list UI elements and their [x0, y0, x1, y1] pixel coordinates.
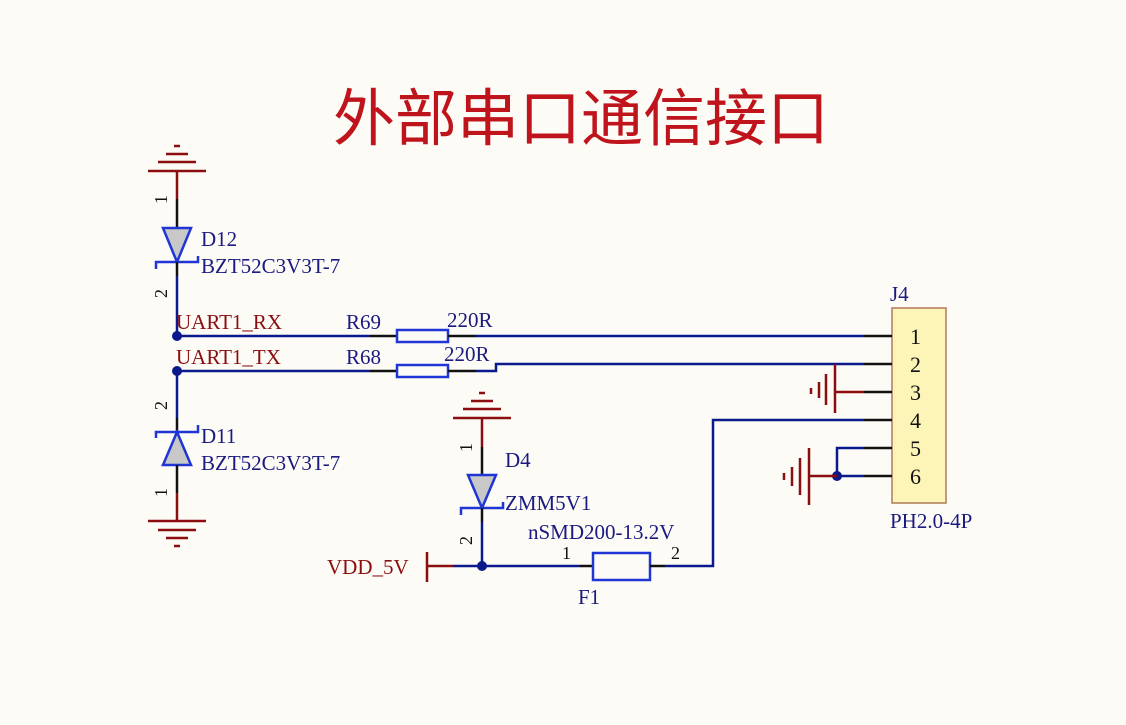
d4-value: ZMM5V1 [505, 491, 591, 515]
d4-designator: D4 [505, 448, 531, 472]
d11-pin2-label: 2 [151, 401, 171, 410]
r68-resistor-body [395, 363, 450, 379]
d11-designator: D11 [201, 424, 236, 448]
power-port-vdd-5v [425, 552, 453, 582]
d4-pin1-label: 1 [456, 443, 476, 452]
j4-connector-body [891, 307, 947, 504]
r68-designator: R68 [346, 345, 381, 369]
d11-pin1-label: 1 [151, 488, 171, 497]
j4-pin2-label: 2 [910, 352, 921, 377]
tx-wire-right [476, 362, 864, 373]
gnd-symbol-d12 [148, 144, 206, 199]
j4-designator: J4 [890, 282, 909, 306]
r69-designator: R69 [346, 310, 381, 334]
d12-value: BZT52C3V3T-7 [201, 254, 340, 278]
r69-resistor-body [395, 328, 450, 344]
gnd-symbol-d11 [148, 493, 206, 548]
j4-pin3-label: 3 [910, 380, 921, 405]
f1-pin1-label: 1 [562, 543, 571, 563]
d12-pin2-label: 2 [151, 289, 171, 298]
gnd-symbol-j4-pin56 [782, 448, 837, 505]
d12-designator: D12 [201, 227, 237, 251]
f1-pin2-label: 2 [671, 543, 680, 563]
d11-value: BZT52C3V3T-7 [201, 451, 340, 475]
d4-pin2-label: 2 [456, 536, 476, 545]
j4-pin5-label: 5 [910, 436, 921, 461]
f1-fuse-body [591, 551, 652, 582]
r68-value: 220R [444, 342, 490, 366]
f1-value: nSMD200-13.2V [528, 520, 674, 544]
j4-pin4-label: 4 [910, 408, 921, 433]
gnd-symbol-j4-pin3 [809, 364, 864, 413]
d11-diode-symbol [154, 425, 200, 467]
j4-pin5-pin6-tie-wire [835, 446, 864, 478]
power-port-label-vdd-5v: VDD_5V [327, 555, 409, 579]
j4-pin1-label: 1 [910, 324, 921, 349]
f1-designator: F1 [578, 585, 600, 609]
j4-value: PH2.0-4P [890, 509, 972, 533]
net-label-uart1-tx: UART1_TX [176, 345, 281, 369]
d12-pin1-label: 1 [151, 195, 171, 204]
schematic-title: 外部串口通信接口 [333, 82, 829, 155]
j4-pin6-label: 6 [910, 464, 921, 489]
r69-value: 220R [447, 308, 493, 332]
net-label-uart1-rx: UART1_RX [176, 310, 282, 334]
vdd-to-j4-pin4-wire [665, 418, 864, 568]
gnd-symbol-d4 [453, 391, 511, 447]
vdd-junction [477, 561, 487, 571]
